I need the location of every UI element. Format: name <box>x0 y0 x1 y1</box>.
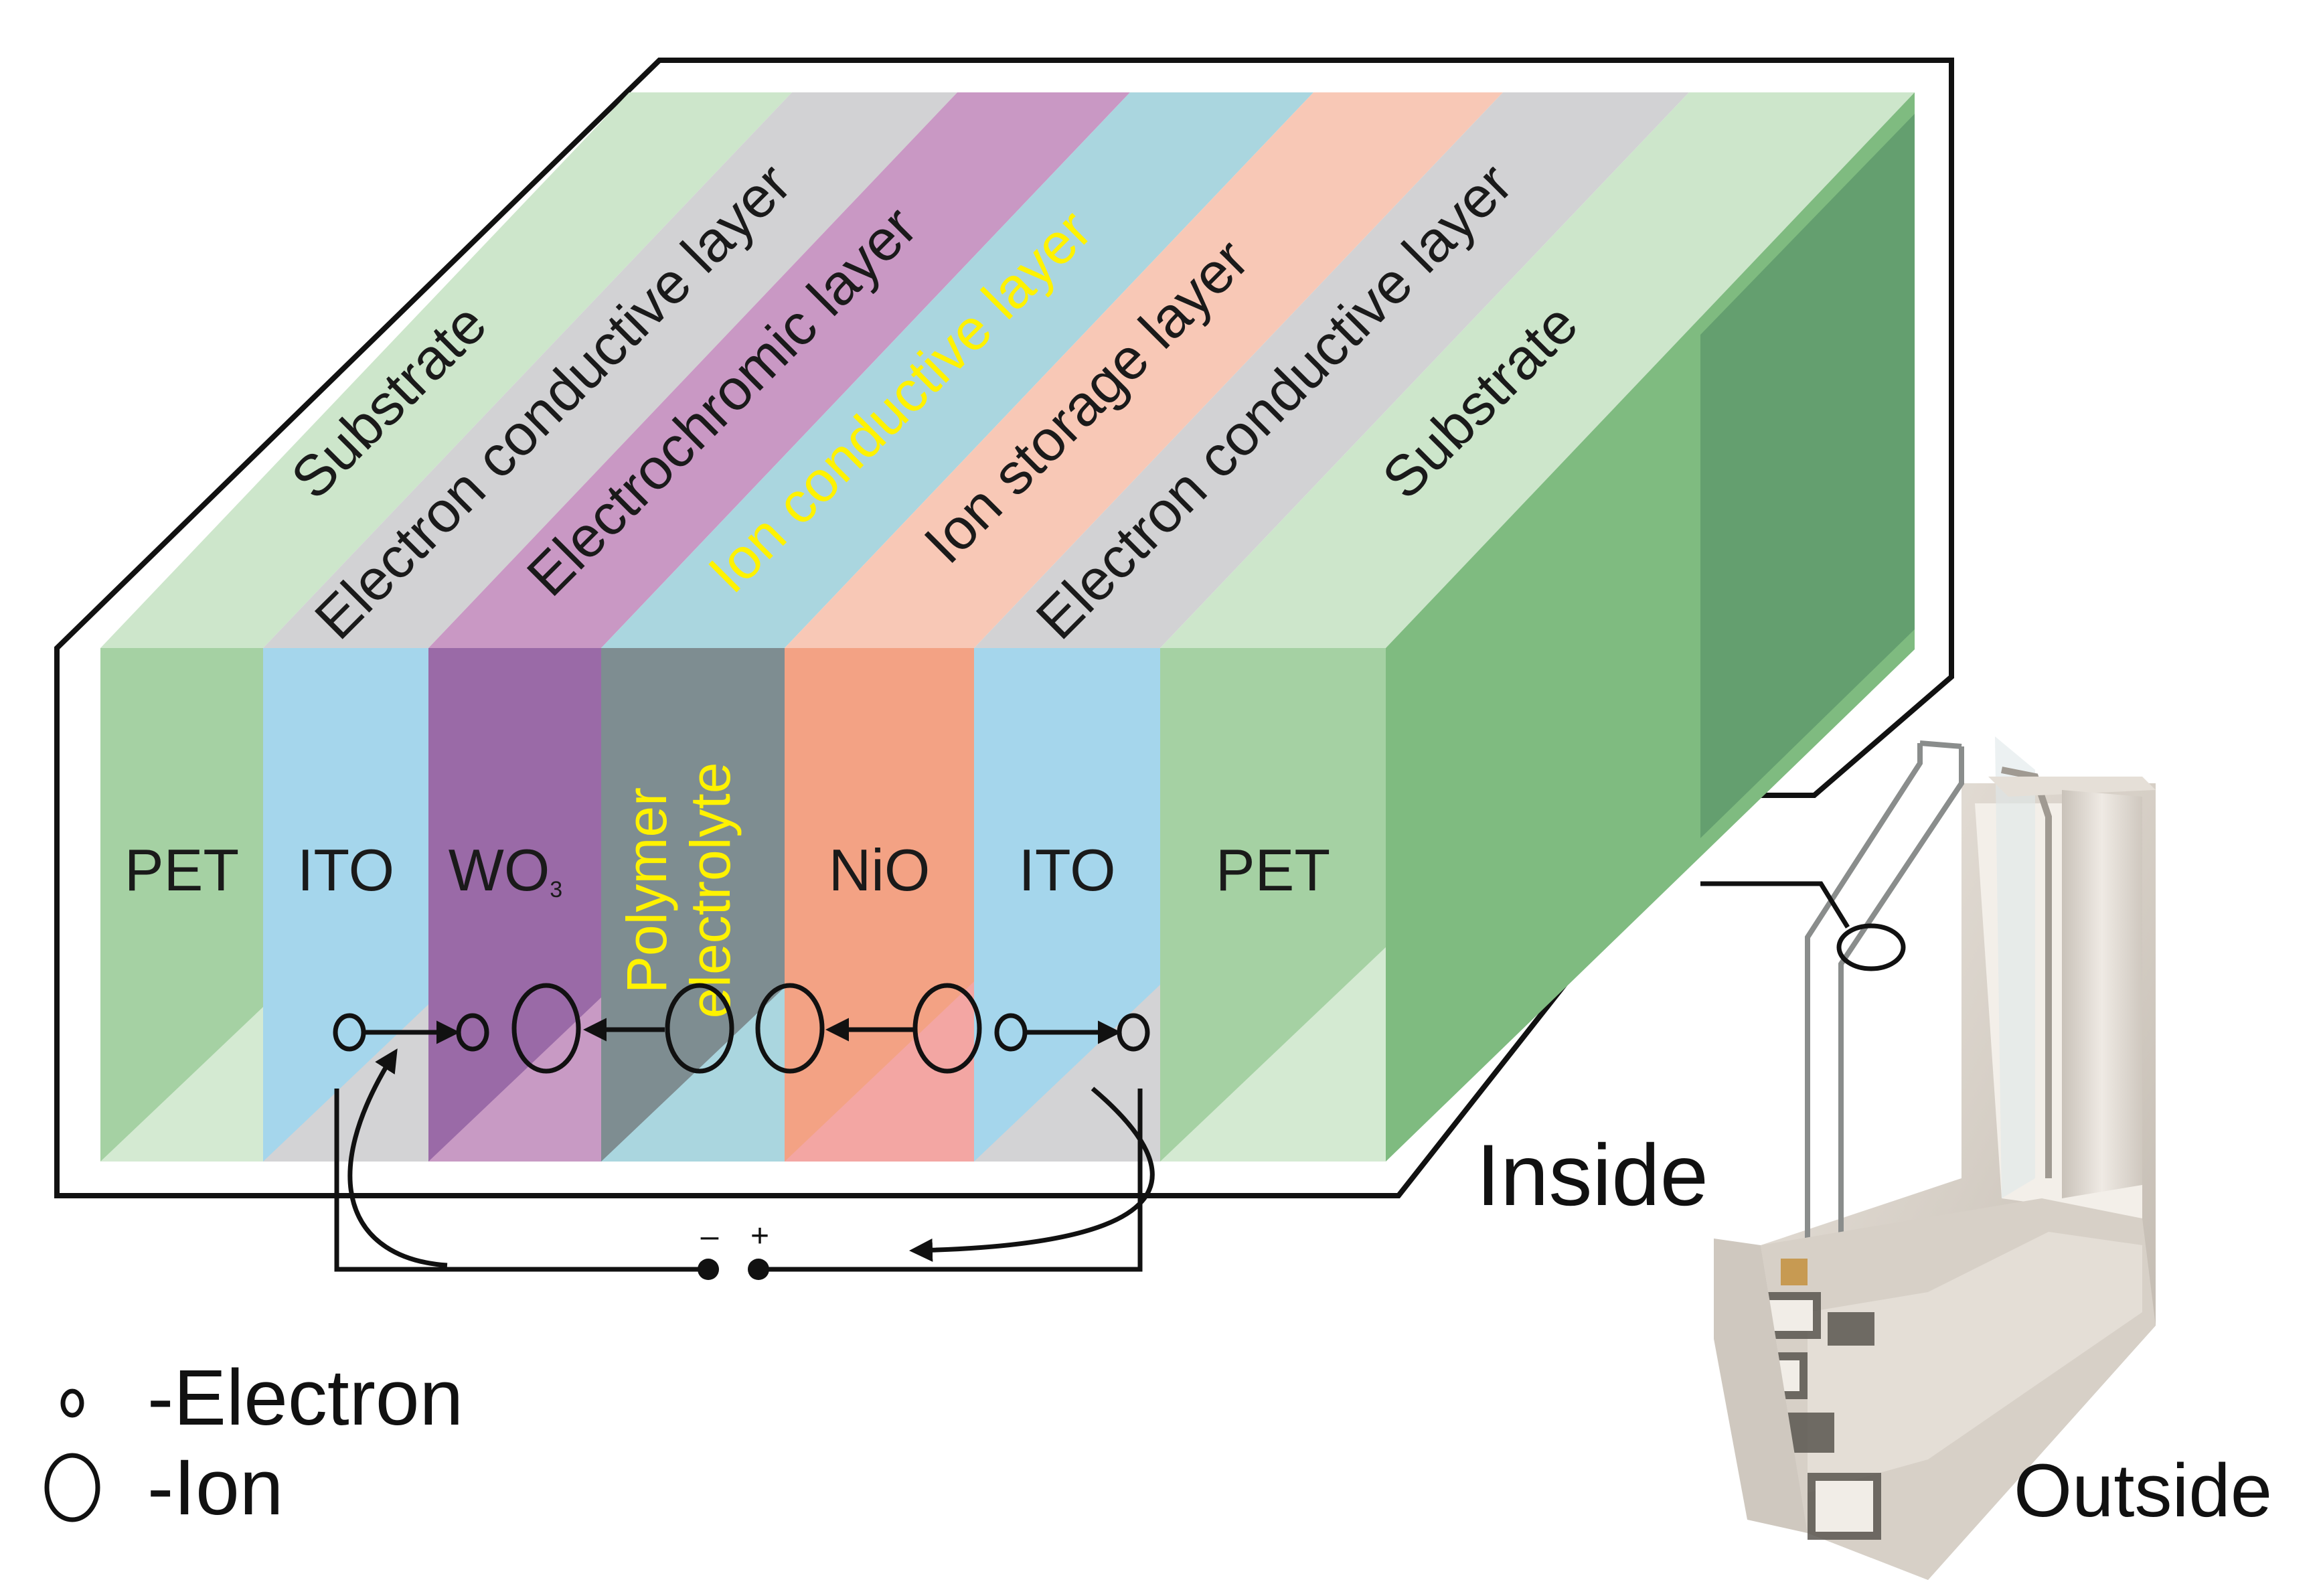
external-circuit <box>334 1048 1155 1272</box>
ion-marker <box>912 983 982 1074</box>
layer-material-label: Polymer <box>615 787 678 993</box>
battery-negative-terminal <box>698 1259 719 1280</box>
layer-top-face <box>601 92 1313 648</box>
layer-material-subscript: 3 <box>550 877 562 902</box>
layer-top-face <box>428 92 1130 648</box>
window-inside-label: Inside <box>1476 1126 1708 1224</box>
legend-electron-icon <box>60 1388 84 1418</box>
legend-ion-icon <box>44 1453 100 1522</box>
window-frame-illustration <box>1714 736 2156 1580</box>
layer-material-label: ITO <box>297 837 394 903</box>
legend-ion-label: -Ion <box>147 1443 283 1532</box>
layer-material-label: ITO <box>1018 837 1115 903</box>
ion-marker <box>511 983 581 1074</box>
layer-bottom-highlight <box>785 981 974 1162</box>
layer-bottom-highlight <box>428 997 601 1162</box>
window-outside-label: Outside <box>2014 1449 2272 1532</box>
carrier-arrows <box>365 1018 1121 1044</box>
legend: -Electron -Ion <box>44 1354 463 1532</box>
layer-material-label: WO3 <box>449 837 562 903</box>
electron-marker <box>333 1013 366 1052</box>
layer-material-label: electrolyte <box>679 763 742 1019</box>
battery-plus-label: + <box>750 1218 769 1254</box>
layer-material-label: PET <box>125 837 239 903</box>
ion-marker <box>755 983 825 1074</box>
layer-bottom-highlight <box>1160 947 1386 1162</box>
ion-marker <box>665 983 734 1074</box>
layer-front-face <box>100 648 263 1162</box>
layer-stack <box>100 92 1915 1162</box>
stack-side-face <box>1386 92 1915 1162</box>
layer-top-face <box>100 92 792 648</box>
layer-top-face <box>974 92 1689 648</box>
layer-top-face <box>263 92 957 648</box>
layer-front-face <box>428 648 601 1162</box>
battery-minus-label: – <box>701 1218 719 1254</box>
layer-bottom-highlight <box>601 987 785 1162</box>
electron-marker <box>994 1013 1028 1052</box>
zoom-callout <box>1700 881 1906 971</box>
layer-material-label: PET <box>1216 837 1330 903</box>
battery-positive-terminal <box>748 1259 769 1280</box>
layer-top-face <box>785 92 1503 648</box>
device-outline <box>54 58 1954 1198</box>
layer-bottom-highlight <box>263 1004 428 1162</box>
layer-material-label: NiO <box>829 837 931 903</box>
layer-top-face <box>1160 92 1915 648</box>
legend-electron-label: -Electron <box>147 1354 463 1442</box>
layer-bottom-highlight <box>100 1007 263 1162</box>
